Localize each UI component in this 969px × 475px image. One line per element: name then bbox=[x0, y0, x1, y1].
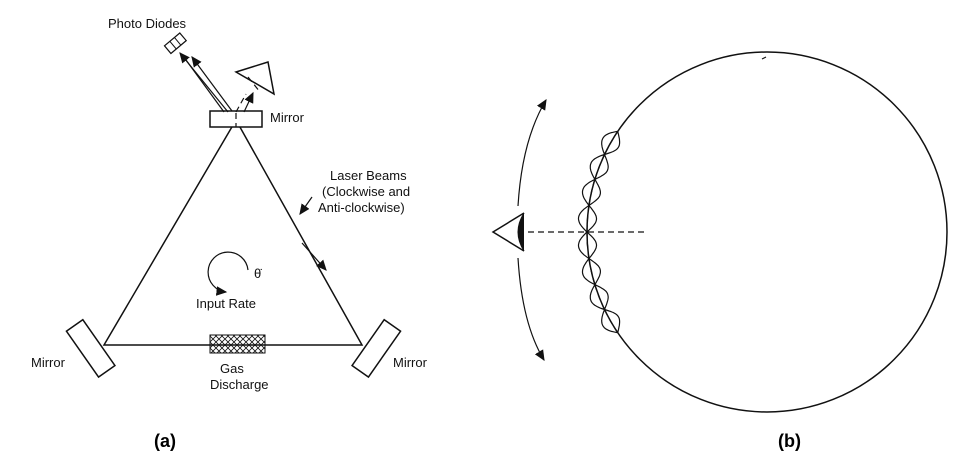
mirror-top-label: Mirror bbox=[270, 110, 305, 125]
beam-to-diode-2 bbox=[185, 59, 225, 113]
lobe-inner bbox=[588, 179, 601, 206]
theta-dot-label: θ̇ bbox=[254, 266, 262, 281]
caption-b: (b) bbox=[778, 431, 801, 451]
gas-discharge-label-2: Discharge bbox=[210, 377, 269, 392]
input-rate-label: Input Rate bbox=[196, 296, 256, 311]
standing-wave-lobes bbox=[577, 130, 621, 334]
rotation-arrow-down bbox=[517, 257, 545, 362]
lobe-centerline bbox=[586, 232, 590, 259]
lobe-centerline bbox=[603, 130, 619, 155]
lobe-inner bbox=[604, 131, 621, 156]
laser-label-pointer bbox=[299, 196, 313, 215]
lobe-centerline bbox=[588, 258, 596, 285]
caption-a: (a) bbox=[154, 431, 176, 451]
lobe-inner bbox=[594, 154, 609, 180]
lobe-outer bbox=[589, 153, 605, 180]
beam-arrow-clockwise bbox=[301, 242, 327, 271]
lobe-centerline bbox=[603, 309, 619, 334]
standing-wave-diagram: (b) bbox=[491, 51, 948, 451]
prism bbox=[234, 61, 276, 113]
lobe-centerline bbox=[594, 284, 606, 310]
lobe-outer bbox=[577, 231, 590, 260]
photo-diodes bbox=[163, 32, 188, 55]
lobe-inner bbox=[588, 258, 601, 285]
lobe-centerline bbox=[588, 179, 596, 206]
lobe-inner bbox=[586, 205, 598, 233]
photo-diodes-label: Photo Diodes bbox=[108, 16, 187, 31]
eye-icon bbox=[491, 212, 525, 252]
mirror-left-label: Mirror bbox=[31, 355, 66, 370]
lobe-inner bbox=[604, 308, 621, 333]
laser-beams-label-2: (Clockwise and bbox=[322, 184, 410, 199]
ring-tick bbox=[761, 56, 767, 60]
gas-discharge-tube bbox=[209, 334, 266, 354]
mirror-right-label: Mirror bbox=[393, 355, 428, 370]
lobe-outer bbox=[581, 178, 596, 206]
lobe-outer bbox=[577, 204, 590, 233]
lobe-outer bbox=[589, 284, 605, 311]
rotation-arrow-up bbox=[517, 98, 547, 207]
lobe-centerline bbox=[586, 205, 590, 232]
mirror-left bbox=[65, 318, 116, 379]
lobe-outer bbox=[601, 130, 618, 155]
laser-beams-label-1: Laser Beams bbox=[330, 168, 407, 183]
gas-discharge-label-1: Gas bbox=[220, 361, 244, 376]
beam-to-diode-3 bbox=[191, 56, 233, 112]
laser-beam-triangle bbox=[102, 118, 364, 346]
lobe-centerline bbox=[594, 154, 606, 180]
input-rate-rotation-arrow bbox=[207, 251, 249, 296]
ring-laser-diagram: Photo Diodes Mirror Laser Beams (Clockwi… bbox=[31, 16, 428, 451]
lobe-inner bbox=[594, 284, 609, 310]
lobe-outer bbox=[601, 309, 618, 334]
lobe-outer bbox=[581, 258, 596, 286]
lobe-inner bbox=[586, 231, 598, 259]
laser-beams-label-3: Anti-clockwise) bbox=[318, 200, 405, 215]
mirror-right bbox=[351, 318, 402, 379]
